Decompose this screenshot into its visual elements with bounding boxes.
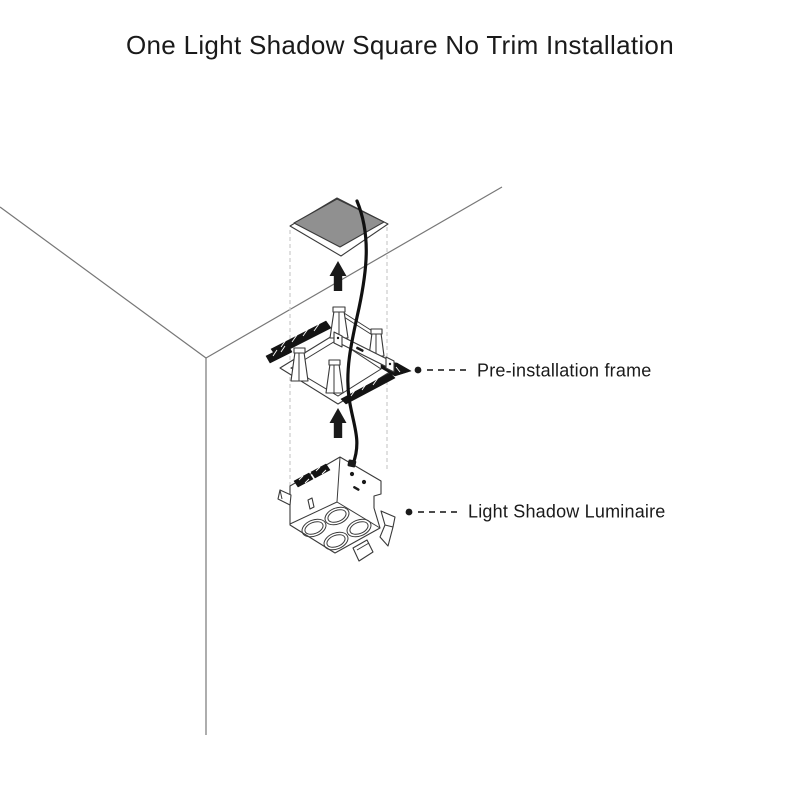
- up-arrow-icon: [329, 408, 347, 438]
- lens-opening: [301, 518, 327, 538]
- square-ceiling-cutout: [289, 197, 389, 257]
- spring-post: [325, 359, 344, 394]
- page-title: One Light Shadow Square No Trim Installa…: [126, 30, 674, 60]
- lens-opening: [323, 531, 349, 551]
- ceiling-corner-lines: [0, 186, 503, 735]
- pre-installation-frame: [265, 306, 412, 405]
- alignment-tab: [307, 497, 315, 510]
- spring-post: [290, 347, 309, 382]
- power-cable: [346, 199, 368, 466]
- lens-opening: [346, 518, 372, 538]
- brand-mark: [356, 346, 364, 352]
- up-arrow-icon: [329, 261, 347, 291]
- luminaire-callout-label: Light Shadow Luminaire: [468, 501, 666, 522]
- spring-clip: [277, 489, 292, 506]
- screw: [349, 471, 355, 477]
- spring-clip: [352, 539, 374, 562]
- spring-clip: [379, 510, 396, 547]
- luminaire-leader-line: [405, 508, 461, 516]
- frame-callout-label: Pre-installation frame: [477, 360, 652, 381]
- cable-connector: [347, 459, 357, 468]
- light-shadow-luminaire: [277, 456, 396, 562]
- screw: [361, 479, 367, 485]
- frame-leader-line: [414, 366, 470, 374]
- spring-post: [329, 306, 349, 339]
- spring-post: [368, 328, 385, 357]
- brand-mark: [353, 486, 360, 491]
- lens-opening: [324, 506, 350, 526]
- terminal-block: [293, 463, 331, 488]
